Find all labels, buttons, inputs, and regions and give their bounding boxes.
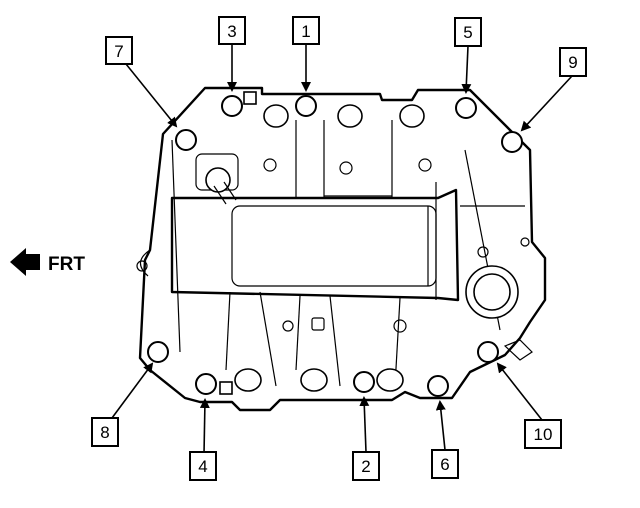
svg-text:6: 6 (440, 455, 449, 474)
egr-port (195, 153, 239, 205)
svg-text:7: 7 (114, 42, 123, 61)
thermostat-housing (465, 237, 533, 361)
callout-8: 8 (91, 417, 119, 447)
front-indicator: FRT (10, 248, 85, 276)
bolt-7 (175, 129, 197, 151)
bolt-4 (195, 373, 217, 395)
front-label: FRT (48, 254, 85, 275)
svg-text:2: 2 (361, 457, 370, 476)
bolt-1 (295, 95, 317, 117)
callouts: 1 2 3 4 5 6 7 8 (91, 16, 587, 481)
svg-text:4: 4 (198, 457, 207, 476)
callout-3: 3 (218, 16, 246, 45)
callout-4: 4 (189, 451, 217, 481)
svg-text:9: 9 (568, 53, 577, 72)
callout-5: 5 (454, 17, 482, 47)
callout-6: 6 (431, 449, 459, 479)
upper-ports (243, 91, 425, 128)
bolt-5 (455, 97, 477, 119)
front-arrow-icon (10, 248, 40, 276)
bolts (147, 95, 523, 397)
callout-1: 1 (292, 16, 320, 45)
svg-text:10: 10 (534, 425, 553, 444)
callout-2: 2 (352, 451, 380, 481)
callout-7: 7 (105, 36, 133, 65)
svg-text:1: 1 (301, 22, 310, 41)
plenum (170, 120, 525, 387)
svg-text:3: 3 (227, 22, 236, 41)
bolt-9 (501, 131, 523, 153)
bolt-10 (477, 341, 499, 363)
lower-ports (219, 368, 404, 395)
callout-leaders (111, 44, 573, 455)
bolt-3 (221, 95, 243, 117)
bolt-6 (427, 375, 449, 397)
svg-text:8: 8 (100, 423, 109, 442)
callout-10: 10 (524, 419, 562, 449)
bolt-2 (353, 371, 375, 393)
svg-text:5: 5 (463, 23, 472, 42)
plug-marks (263, 158, 432, 333)
bolt-8 (147, 341, 169, 363)
callout-9: 9 (559, 47, 587, 77)
